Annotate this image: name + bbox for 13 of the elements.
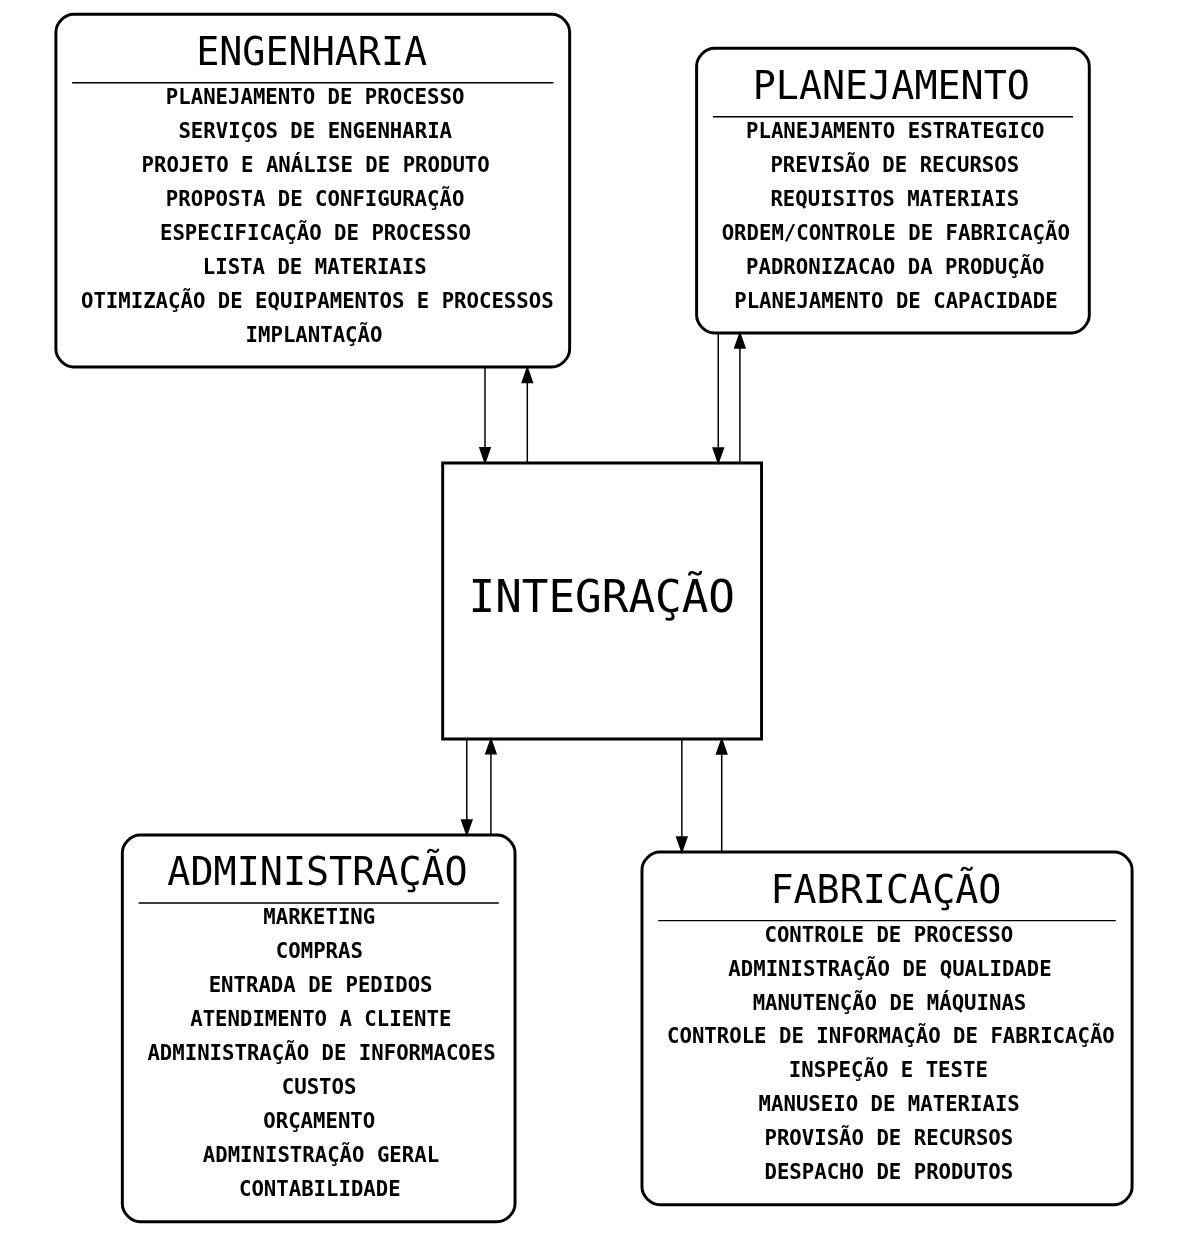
arrow: [712, 332, 725, 465]
arrow: [733, 331, 747, 464]
node-box: ENGENHARIA PLANEJAMENTO DE PROCESSO SERVIÇOS DE ENGENHARIA PROJETO E ANÁLISE DE PRODUTO PROPOSTA DE CONFIGURAÇÃO ESPECIFICAÇÃO DE PROCESSO LISTA DE MATERIAIS OTIMIZAÇÃO DE EQUIPAMENTOS E PROCESSOS IMPLANTAÇÃO: [54, 12, 572, 369]
node-box: FABRICAÇÃO CONTROLE DE PROCESSO ADMINISTRAÇÃO DE QUALIDADE MANUTENÇÃO DE MÁQUINAS CONTROLE DE INFORMAÇÃO DE FABRICAÇÃO INSPEÇÃO E TESTE MANUSEIO DE MATERIAIS PROVISÃO DE RECURSOS DESPACHO DE PRODUTOS: [640, 850, 1134, 1207]
arrow: [675, 738, 689, 854]
arrow: [460, 738, 473, 837]
node-box: ADMINISTRAÇÃO MARKETING COMPRAS ENTRADA DE PEDIDOS ATENDIMENTO A CLIENTE ADMINISTRAÇÃO DE INFORMACOES CUSTOS ORÇAMENTO ADMINISTRAÇÃO GERAL CONTABILIDADE: [120, 833, 517, 1224]
node-box: PLANEJAMENTO PLANEJAMENTO ESTRATEGICO PREVISÃO DE RECURSOS REQUISITOS MATERIAIS ORDEM/CONTROLE DE FABRICAÇÃO PADRONIZACAO DA PRODUÇÃO PLANEJAMENTO DE CAPACIDADE: [695, 46, 1091, 335]
arrow: [484, 736, 498, 836]
arrow: [521, 365, 534, 464]
arrow: [715, 737, 728, 853]
node-box: INTEGRAÇÃO: [441, 461, 764, 741]
arrow: [478, 366, 492, 465]
